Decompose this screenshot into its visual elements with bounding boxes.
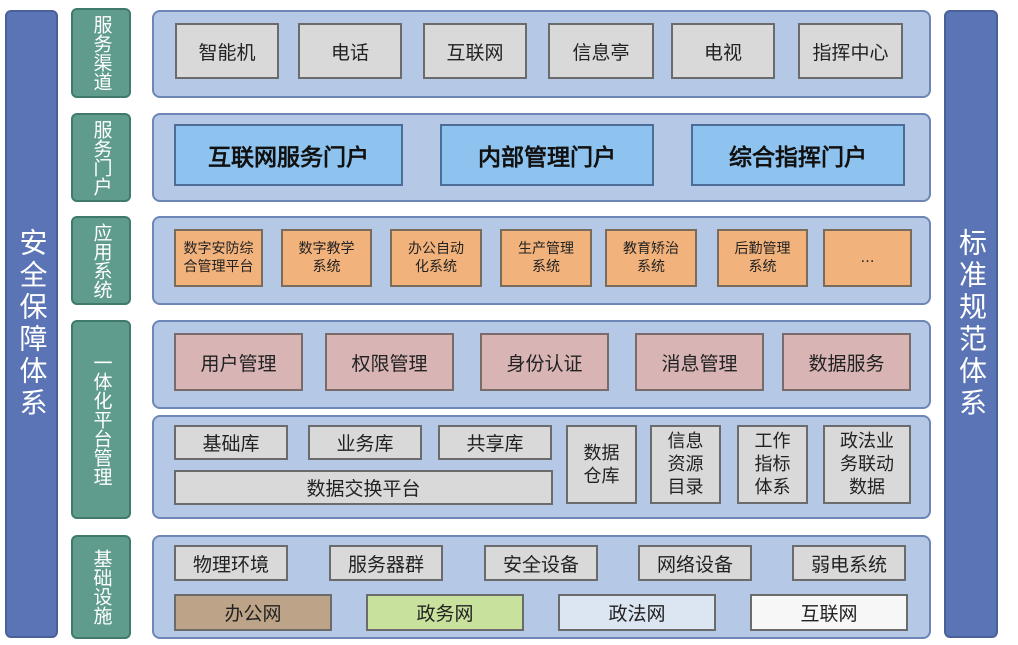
infra-item: 安全设备 bbox=[484, 545, 598, 581]
layer-label-platform: 一体化平台管理 bbox=[71, 320, 131, 519]
data-lib-item: 共享库 bbox=[438, 425, 552, 460]
data-lib-item: 业务库 bbox=[308, 425, 422, 460]
platform-service-item: 用户管理 bbox=[174, 333, 303, 391]
infra-item: 弱电系统 bbox=[792, 545, 906, 581]
portal-item: 互联网服务门户 bbox=[174, 124, 403, 186]
infra-item: 网络设备 bbox=[638, 545, 752, 581]
network-item-internet: 互联网 bbox=[750, 594, 908, 631]
channel-item: 信息亭 bbox=[548, 23, 654, 79]
network-item-office: 办公网 bbox=[174, 594, 332, 631]
layer-label-channel: 服务渠道 bbox=[71, 8, 131, 98]
layer-label-app: 应用系统 bbox=[71, 216, 131, 305]
app-item: 后勤管理系统 bbox=[717, 229, 808, 287]
app-item: 数字安防综合管理平台 bbox=[174, 229, 263, 287]
channel-item: 电视 bbox=[671, 23, 775, 79]
infra-item: 服务器群 bbox=[329, 545, 443, 581]
app-item: 教育矫治系统 bbox=[605, 229, 697, 287]
layer-label-infra: 基础设施 bbox=[71, 535, 131, 639]
security-system-pillar: 安全保障体系 bbox=[5, 10, 58, 638]
network-item-legal: 政法网 bbox=[558, 594, 716, 631]
infra-item: 物理环境 bbox=[174, 545, 288, 581]
data-item: 数据仓库 bbox=[566, 425, 637, 504]
layer-label-portal: 服务门户 bbox=[71, 113, 131, 202]
platform-service-item: 消息管理 bbox=[635, 333, 764, 391]
channel-item: 电话 bbox=[298, 23, 402, 79]
platform-service-item: 权限管理 bbox=[325, 333, 454, 391]
app-item: 办公自动化系统 bbox=[390, 229, 482, 287]
app-item-more: … bbox=[823, 229, 912, 287]
data-lib-item: 基础库 bbox=[174, 425, 288, 460]
channel-item: 智能机 bbox=[175, 23, 279, 79]
app-item: 数字教学系统 bbox=[281, 229, 372, 287]
portal-item: 综合指挥门户 bbox=[691, 124, 905, 186]
data-item: 政法业务联动数据 bbox=[823, 425, 911, 504]
data-item: 信息资源目录 bbox=[650, 425, 721, 504]
data-exchange-platform: 数据交换平台 bbox=[174, 470, 553, 505]
channel-item: 互联网 bbox=[423, 23, 527, 79]
platform-service-item: 身份认证 bbox=[480, 333, 609, 391]
app-item: 生产管理系统 bbox=[500, 229, 592, 287]
portal-item: 内部管理门户 bbox=[440, 124, 654, 186]
platform-service-item: 数据服务 bbox=[782, 333, 911, 391]
standards-system-pillar: 标准规范体系 bbox=[944, 10, 998, 638]
network-item-government: 政务网 bbox=[366, 594, 524, 631]
data-item: 工作指标体系 bbox=[737, 425, 808, 504]
channel-item: 指挥中心 bbox=[798, 23, 903, 79]
